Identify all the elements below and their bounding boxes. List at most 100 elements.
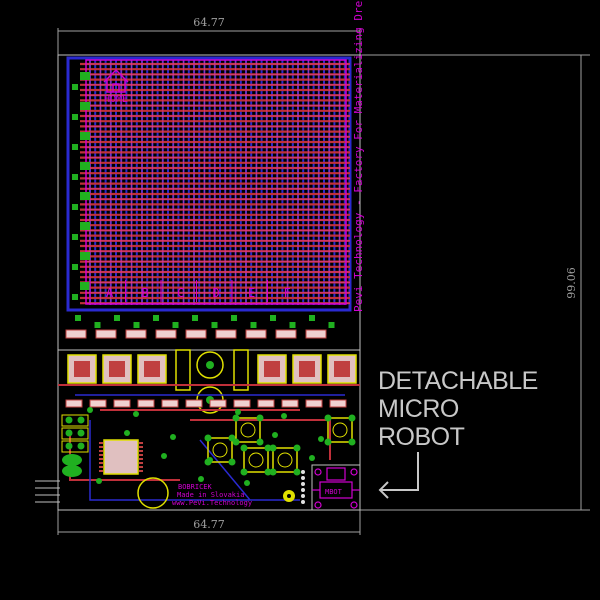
resistor (275, 329, 297, 339)
pin (65, 442, 73, 450)
pin (77, 429, 85, 437)
side-silkscreen-text: Pevi Technology - Factory For Materializ… (352, 0, 365, 312)
pad (256, 414, 264, 422)
smd-part (65, 399, 83, 408)
pad (228, 458, 236, 466)
transistor-pad (299, 361, 315, 377)
prototyping-grid (66, 56, 352, 312)
push-button (327, 417, 353, 443)
battery-pad (62, 465, 82, 477)
mcu-pin (99, 458, 103, 460)
via (75, 315, 81, 321)
smd-part (185, 399, 203, 408)
button-cap (212, 442, 228, 458)
smd-part (257, 399, 275, 408)
pad (348, 438, 356, 446)
annotation-line: DETACHABLE (378, 367, 538, 395)
button-cap (240, 422, 256, 438)
via (231, 315, 237, 321)
pad (80, 102, 90, 110)
header (61, 440, 89, 453)
mcu-pin (99, 450, 103, 452)
dimension-top-label: 64.77 (193, 16, 225, 29)
pad (80, 222, 90, 230)
via (270, 315, 276, 321)
via (250, 322, 257, 328)
dimension-bottom-label: 64.77 (193, 518, 225, 531)
trace (58, 384, 360, 481)
buzzer (137, 477, 169, 509)
battery-pad (62, 454, 82, 466)
row-label: D (213, 286, 220, 300)
via (124, 430, 130, 436)
pad (80, 282, 90, 290)
open-hardware-logo-icon (283, 490, 295, 502)
transistor-pad (264, 361, 280, 377)
pad (80, 162, 90, 170)
via (161, 453, 167, 459)
smd-part (281, 399, 299, 408)
mcu-pin (139, 442, 143, 444)
via (94, 322, 101, 328)
via (87, 407, 93, 413)
pad (206, 361, 214, 369)
pad (324, 414, 332, 422)
pin-header (301, 476, 305, 480)
row-label: F (284, 286, 291, 300)
smd-part (233, 399, 251, 408)
via (211, 322, 218, 328)
push-button (243, 447, 269, 473)
mcu-pin (139, 462, 143, 464)
pad (72, 174, 78, 180)
pin-header (301, 482, 305, 486)
push-button (207, 437, 233, 463)
pad (72, 144, 78, 150)
annotation-arrow-icon (378, 452, 419, 499)
push-button (272, 447, 298, 473)
smd-part (113, 399, 131, 408)
pad (293, 468, 301, 476)
diode (233, 349, 249, 391)
pad (269, 468, 277, 476)
mcu-pin (99, 470, 103, 472)
pin (77, 442, 85, 450)
smd-part (89, 399, 107, 408)
smd-part (329, 399, 347, 408)
header (61, 414, 89, 427)
pad (80, 192, 90, 200)
transistor-pad (334, 361, 350, 377)
grid-frame (85, 59, 347, 305)
mcu-pin (139, 450, 143, 452)
board-name: BOBRICEK (178, 483, 213, 491)
via (309, 315, 315, 321)
pin-header (301, 494, 305, 498)
pad (269, 444, 277, 452)
mcu-pin (99, 454, 103, 456)
via (244, 480, 250, 486)
website-text: www.PeVi.Technology (172, 499, 252, 507)
diode (175, 349, 191, 391)
pad (324, 438, 332, 446)
home-icon (103, 68, 129, 93)
via (153, 315, 159, 321)
via (207, 457, 213, 463)
robot-outline (311, 464, 361, 511)
pad (264, 468, 272, 476)
pin-header (301, 488, 305, 492)
mcu-pin (139, 466, 143, 468)
button-cap (277, 452, 293, 468)
transistor-pad (109, 361, 125, 377)
dimension-right (360, 54, 590, 511)
mcu-pin (99, 442, 103, 444)
mcu-pin (99, 446, 103, 448)
via (170, 434, 176, 440)
pin-header (301, 470, 305, 474)
via (272, 432, 278, 438)
via (133, 411, 139, 417)
button-cap (332, 422, 348, 438)
pad (80, 132, 90, 140)
pad (240, 468, 248, 476)
pad (204, 434, 212, 442)
mcu-pin (139, 470, 143, 472)
